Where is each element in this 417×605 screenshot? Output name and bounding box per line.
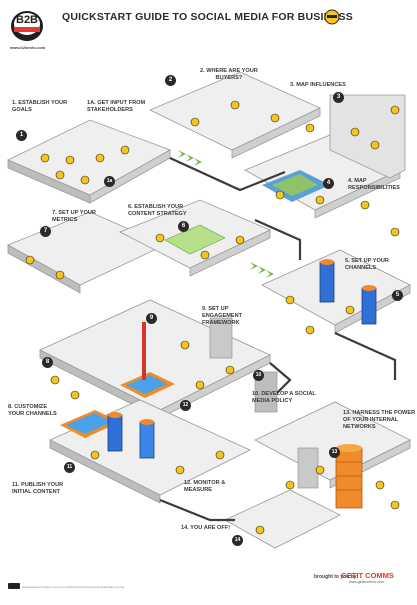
- step-badge-12: 12: [180, 400, 191, 411]
- step-label-5: 5. SET UP YOUR CHANNELS: [345, 258, 389, 271]
- mascot-icon: [25, 100, 400, 535]
- page-title: QUICKSTART GUIDE TO SOCIAL MEDIA FOR BUS…: [62, 11, 353, 23]
- brand-url: www.getitcomms.com: [349, 580, 384, 584]
- step-badge-11: 11: [64, 462, 75, 473]
- step-label-13: 13. HARNESS THE POWER OF YOUR INTERNAL N…: [343, 410, 416, 430]
- step-label-1: 1. ESTABLISH YOUR GOALS: [12, 100, 68, 113]
- step-badge-8: 8: [42, 357, 53, 368]
- step-badge-7: 7: [40, 226, 51, 237]
- step-label-1a: 1a. GET INPUT FROM STAKEHOLDERS: [87, 100, 146, 113]
- step-label-6: 6. ESTABLISH YOUR CONTENT STRATEGY: [128, 204, 187, 217]
- step-badge-10: 10: [253, 370, 264, 381]
- step-badge-1a: 1a: [104, 176, 115, 187]
- step-badge-9: 9: [146, 313, 157, 324]
- step-label-14: 14. YOU ARE OFF!: [181, 525, 231, 531]
- step-label-10: 10. DEVELOP A SOCIAL MEDIA POLICY: [252, 391, 316, 404]
- license-text: Downloaded at Creative Commons Attributi…: [22, 585, 125, 589]
- step-label-8: 8. CUSTOMIZE YOUR CHANNELS: [8, 404, 57, 417]
- step-badge-4: 4: [323, 178, 334, 189]
- title-mascot-icon: [324, 8, 340, 31]
- step-badge-1: 1: [16, 130, 27, 141]
- step-badge-3: 3: [333, 92, 344, 103]
- step-label-4: 4. MAP RESPONSIBILITIES: [348, 178, 400, 191]
- step-badge-5: 5: [392, 290, 403, 301]
- brought-by-text: brought to you by: [314, 574, 357, 580]
- step-badge-13: 13: [329, 447, 340, 458]
- getit-comms-logo: GETIT COMMS: [341, 571, 394, 580]
- step-label-11: 11. PUBLISH YOUR INITIAL CONTENT: [12, 482, 64, 495]
- step-label-9: 9. SET UP ENGAGEMENT FRAMEWORK: [202, 306, 243, 326]
- step-label-12: 12. MONITOR & MEASURE: [184, 480, 226, 493]
- step-badge-14: 14: [232, 535, 243, 546]
- b2bento-logo: B2B: [10, 6, 44, 44]
- step-badge-2: 2: [165, 75, 176, 86]
- logo-text: B2B: [16, 14, 39, 26]
- cc-license-icon: [8, 583, 20, 589]
- step-label-3: 3. MAP INFLUENCES: [290, 82, 346, 88]
- logo-url: www.b2bento.com: [10, 45, 46, 50]
- step-label-2: 2. WHERE ARE YOUR BUYERS?: [200, 68, 258, 81]
- step-label-7: 7. SET UP YOUR METRICS: [52, 210, 96, 223]
- step-badge-6: 6: [178, 221, 189, 232]
